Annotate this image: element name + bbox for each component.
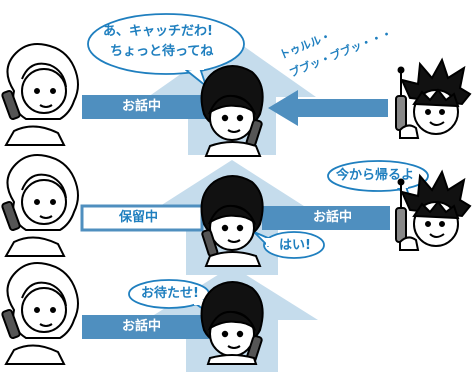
man-with-cellphone-icon [395, 57, 472, 139]
speech-bubble-reply-row2 [253, 231, 325, 259]
line-label-row1: お話中 [122, 99, 162, 114]
line-active-row3 [82, 315, 212, 339]
bubble-man-row2: 今から帰るよ [336, 168, 415, 183]
hold-label-row2: 保留中 [119, 210, 159, 225]
bubble-reply-row2: はい! [279, 238, 311, 253]
line-hold-row2 [80, 204, 204, 232]
user-with-phone-icon [200, 281, 264, 365]
man-with-cellphone-icon [395, 169, 472, 251]
user-with-phone-icon [200, 175, 264, 267]
incoming-call-arrow [268, 90, 388, 126]
bubble-row1-line1: あ、キャッチだわ! [103, 24, 213, 39]
woman-on-phone-icon [1, 262, 79, 365]
woman-on-phone-icon [1, 43, 79, 146]
woman-on-phone-icon [1, 154, 79, 257]
line-active-row2 [262, 206, 390, 230]
bubble-row1-line2: ちょっと待ってね [110, 44, 214, 59]
speech-bubble-row1 [87, 13, 245, 87]
line-label-row2: お話中 [313, 210, 353, 225]
bubble-row3: お待たせ! [141, 286, 199, 301]
line-active-row1 [82, 95, 212, 119]
line-label-row3: お話中 [122, 319, 162, 334]
user-with-phone-icon [200, 65, 264, 157]
